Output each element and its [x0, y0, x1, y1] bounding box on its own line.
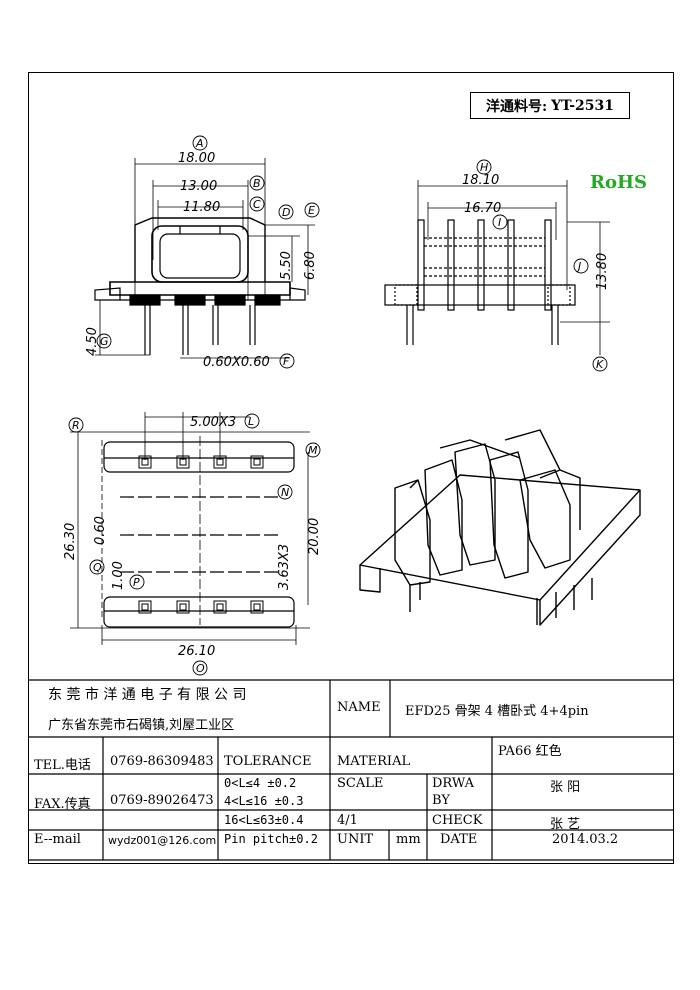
drawn-value: 张 阳 [550, 780, 581, 795]
date-value: 2014.03.2 [552, 832, 619, 847]
dim-16-70: 16.70 [464, 201, 501, 216]
svg-text:G: G [100, 335, 109, 348]
svg-text:O: O [196, 662, 205, 675]
dim-1-00: 1.00 [111, 561, 126, 590]
drawing-sheet-border [28, 72, 674, 864]
dim-18-00: 18.00 [178, 151, 215, 166]
svg-text:M: M [308, 444, 318, 457]
check-label: CHECK [432, 813, 483, 828]
fax-value: 0769-89026473 [110, 793, 214, 808]
scale-label: SCALE [337, 776, 384, 791]
name-value: EFD25 骨架 4 槽卧式 4+4pin [405, 704, 589, 719]
dim-26-30: 26.30 [63, 523, 78, 560]
company-name: 东 莞 市 洋 通 电 子 有 限 公 司 [48, 687, 247, 703]
svg-text:J: J [576, 260, 581, 273]
svg-text:E: E [308, 204, 315, 217]
dim-13-00: 13.00 [180, 179, 217, 194]
tolerance-label: TOLERANCE [224, 754, 312, 769]
svg-text:A: A [195, 137, 204, 150]
dim-20-00: 20.00 [307, 518, 322, 555]
drawn-label-2: BY [432, 793, 450, 808]
dim-11-80: 11.80 [183, 200, 220, 215]
tel-label: TEL.电话 [34, 758, 91, 773]
dim-6-80: 6.80 [303, 251, 318, 280]
tolerance-3: 16<L≤63±0.4 [224, 813, 304, 827]
svg-text:N: N [281, 486, 289, 499]
svg-text:L: L [248, 415, 254, 428]
company-address: 广东省东莞市石碣镇,刘屋工业区 [48, 718, 235, 733]
email-label: E--mail [34, 832, 81, 847]
bottom-view [70, 412, 310, 645]
tolerance-4: Pin pitch±0.2 [224, 832, 318, 846]
svg-text:B: B [253, 177, 261, 190]
scale-value: 4/1 [337, 813, 358, 828]
tolerance-2: 4<L≤16 ±0.3 [224, 794, 304, 808]
side-view [384, 180, 610, 355]
title-block-grid [28, 679, 674, 861]
date-label: DATE [440, 832, 478, 847]
svg-text:F: F [283, 355, 290, 368]
dim-13-80: 13.80 [595, 253, 610, 290]
name-label: NAME [337, 700, 381, 715]
part-number-value: YT-2531 [551, 97, 615, 114]
dim-3-63x3: 3.63X3 [277, 544, 292, 590]
rohs-mark: RoHS [590, 172, 647, 193]
tel-value: 0769-86309483 [110, 754, 214, 769]
svg-text:D: D [282, 206, 290, 219]
drawn-label-1: DRWA [432, 776, 475, 791]
svg-text:H: H [480, 161, 488, 174]
svg-text:I: I [498, 216, 501, 229]
check-value: 张 艺 [550, 817, 581, 832]
email-value: wydz001@126.com [108, 834, 217, 847]
dim-pin-pitch: 5.00X3 [190, 415, 236, 430]
dim-pin-size: 0.60X0.60 [203, 355, 270, 370]
dim-0-60: 0.60 [93, 516, 108, 545]
isometric-view [359, 429, 641, 626]
part-number-label: 洋通料号: [485, 98, 548, 115]
unit-label: UNIT [337, 832, 374, 847]
part-number-box: 洋通料号: YT-2531 [470, 92, 630, 119]
material-label: MATERIAL [337, 754, 411, 769]
svg-text:P: P [133, 576, 140, 589]
front-view [94, 158, 315, 359]
material-value: PA66 红色 [498, 744, 562, 759]
dim-4-50: 4.50 [85, 327, 100, 356]
svg-text:R: R [72, 419, 80, 432]
tolerance-1: 0<L≤4 ±0.2 [224, 776, 297, 790]
unit-value: mm [396, 832, 421, 847]
dim-18-10: 18.10 [462, 173, 499, 188]
dim-5-50: 5.50 [279, 251, 294, 280]
svg-text:Q: Q [93, 561, 102, 574]
fax-label: FAX.传真 [34, 797, 91, 812]
dim-26-10: 26.10 [178, 644, 215, 659]
svg-text:K: K [596, 358, 604, 371]
svg-text:C: C [253, 198, 261, 211]
